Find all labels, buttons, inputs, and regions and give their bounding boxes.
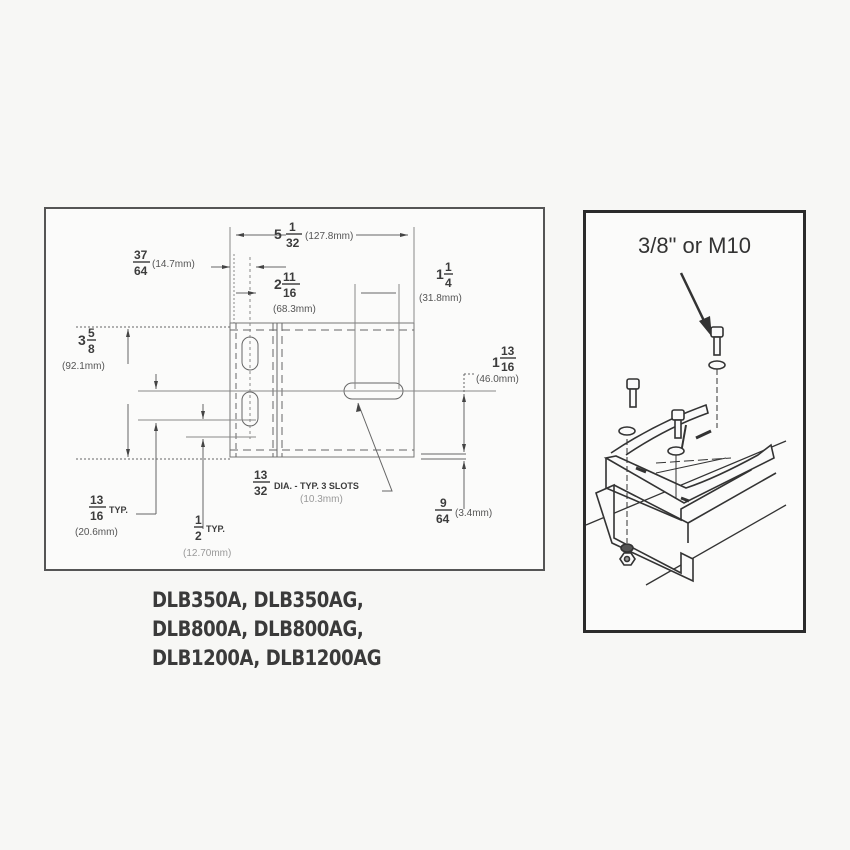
- install-callout-panel: 3/8" or M10: [583, 210, 806, 633]
- slot-height-mm: (46.0mm): [476, 374, 519, 385]
- bracket-outline: [229, 322, 415, 458]
- slot-offset-num: 1: [195, 513, 202, 527]
- model-numbers: DLB350A, DLB350AG, DLB800A, DLB800AG, DL…: [152, 586, 382, 673]
- overall-width-whole: 5: [274, 226, 282, 242]
- plan-view-panel: 5 1 32 (127.8mm) 37 64 (14.7mm) 2 11 16 …: [44, 207, 545, 571]
- washer-1: [618, 426, 636, 436]
- slot-height-num: 13: [501, 344, 515, 358]
- slot-spacing-num: 11: [283, 270, 296, 284]
- slot-pitch-den: 16: [90, 509, 104, 523]
- model-line-3: DLB1200A, DLB1200AG: [152, 646, 382, 670]
- overall-height-den: 8: [88, 342, 95, 356]
- edge-to-slot-mm: (14.7mm): [152, 259, 195, 270]
- bolt-2: [671, 409, 685, 439]
- edge-to-slot-num: 37: [134, 248, 148, 262]
- model-line-1: DLB350A, DLB350AG,: [152, 588, 364, 612]
- slot-pitch-suffix: TYP.: [109, 505, 128, 515]
- flange-den: 64: [436, 512, 450, 526]
- slot-spacing-whole: 2: [274, 276, 282, 292]
- bracket-base: [603, 443, 775, 504]
- overall-width-num: 1: [289, 220, 296, 234]
- slot-height-den: 16: [501, 360, 515, 374]
- slot-dia-mm: (10.3mm): [300, 494, 343, 505]
- slot-spacing-mm: (68.3mm): [273, 304, 316, 315]
- overall-height-whole: 3: [78, 332, 86, 348]
- overall-height-num: 5: [88, 326, 95, 340]
- overall-width-mm: (127.8mm): [305, 231, 353, 242]
- overall-height-mm: (92.1mm): [62, 361, 105, 372]
- edge-to-slot-den: 64: [134, 264, 148, 278]
- slot-dia-num: 13: [254, 468, 268, 482]
- slot-spacing-den: 16: [283, 286, 297, 300]
- slot-height-whole: 1: [492, 354, 500, 370]
- slot-offset-mm: (12.70mm): [183, 548, 231, 559]
- slot-pitch-num: 13: [90, 493, 104, 507]
- washer-3: [708, 360, 726, 370]
- slot-offset-suffix: TYP.: [206, 524, 225, 534]
- bolt-size-label: 3/8" or M10: [638, 233, 751, 258]
- slot-dia-den: 32: [254, 484, 268, 498]
- overall-width-den: 32: [286, 236, 300, 250]
- slot-length-mm: (31.8mm): [419, 293, 462, 304]
- bolt-3: [710, 326, 724, 356]
- slot-length-num: 1: [445, 260, 452, 274]
- slot-length-den: 4: [445, 276, 452, 290]
- slot-length-whole: 1: [436, 266, 444, 282]
- flange-mm: (3.4mm): [455, 508, 492, 519]
- slot-offset-den: 2: [195, 529, 202, 543]
- pointer-arrow: [679, 272, 708, 326]
- arrow-head-icon: [699, 316, 712, 337]
- isometric-install-drawing: [585, 272, 787, 586]
- lock-washer: [620, 543, 634, 553]
- washer-2: [667, 446, 685, 456]
- strut-channel: [595, 483, 694, 583]
- flange-num: 9: [440, 496, 447, 510]
- plan-view-drawing: 5 1 32 (127.8mm) 37 64 (14.7mm) 2 11 16 …: [62, 220, 519, 559]
- model-line-2: DLB800A, DLB800AG,: [152, 617, 364, 641]
- slot-dia-suffix: DIA. - TYP. 3 SLOTS: [274, 481, 359, 491]
- bolt-1: [626, 378, 640, 408]
- slot-pitch-mm: (20.6mm): [75, 527, 118, 538]
